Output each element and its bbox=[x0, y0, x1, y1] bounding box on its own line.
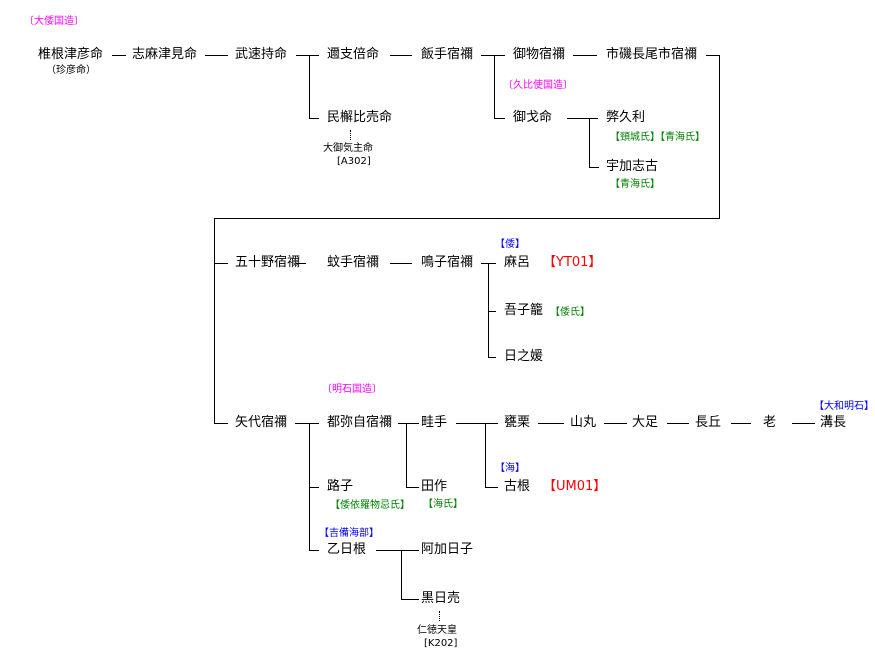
connector bbox=[731, 423, 751, 424]
connector bbox=[214, 263, 228, 264]
connector bbox=[494, 55, 495, 119]
person-shiinetsuhiko: 椎根津彦命 bbox=[38, 47, 104, 62]
person-tsumiji: 都弥自宿禰 bbox=[327, 415, 393, 430]
connector bbox=[390, 263, 412, 264]
person-mizonaga: 溝長 bbox=[820, 415, 847, 430]
person-kate: 蚊手宿禰 bbox=[327, 255, 380, 270]
person-akahiko: 阿加日子 bbox=[421, 542, 474, 557]
clan-tag-akashi: 〔明石国造〕 bbox=[322, 384, 382, 395]
person-nintoku: 仁徳天皇 bbox=[417, 625, 457, 636]
person-omikenushi: 大御気主命 bbox=[323, 143, 373, 154]
connector bbox=[398, 423, 419, 424]
person-unate: 畦手 bbox=[421, 415, 448, 430]
person-otari: 大足 bbox=[632, 415, 659, 430]
connector bbox=[481, 55, 505, 56]
person-isono: 五十野宿禰 bbox=[235, 255, 301, 270]
person-takehayamochi: 武速持命 bbox=[235, 47, 288, 62]
person-maro: 麻呂 bbox=[504, 255, 531, 270]
connector bbox=[488, 311, 496, 312]
connector bbox=[214, 218, 215, 424]
person-iite: 飯手宿禰 bbox=[421, 47, 474, 62]
connector bbox=[488, 263, 489, 358]
connector bbox=[295, 423, 319, 424]
connector bbox=[390, 55, 412, 56]
descent-dotted-line bbox=[350, 130, 351, 140]
person-michiko: 路子 bbox=[327, 479, 354, 494]
person-shimatsumi: 志麻津見命 bbox=[132, 47, 198, 62]
person-hekuri: 弊久利 bbox=[606, 110, 646, 125]
connector bbox=[296, 55, 319, 56]
connector bbox=[406, 487, 419, 488]
connector bbox=[538, 423, 564, 424]
person-ichishi: 市磯長尾市宿禰 bbox=[606, 47, 698, 62]
code-um01[interactable]: 【UM01】 bbox=[543, 479, 607, 494]
connector bbox=[401, 550, 402, 600]
person-agoko: 吾子籠 bbox=[504, 303, 544, 318]
family-tag-agoko: 【倭氏】 bbox=[550, 307, 590, 318]
code-yt01[interactable]: 【YT01】 bbox=[543, 255, 602, 270]
clan-tag-oyamato: 〔大倭国造〕 bbox=[24, 16, 84, 27]
connector bbox=[309, 118, 319, 119]
connector bbox=[401, 599, 419, 600]
person-naruko: 鳴子宿禰 bbox=[421, 255, 474, 270]
connector bbox=[309, 487, 319, 488]
connector bbox=[485, 423, 486, 488]
person-mimono: 御物宿禰 bbox=[513, 47, 566, 62]
person-hinohime: 日之媛 bbox=[504, 349, 544, 364]
connector bbox=[567, 118, 598, 119]
lineage-tag-ama: 【海】 bbox=[495, 463, 525, 474]
lineage-tag-wa: 【倭】 bbox=[495, 239, 525, 250]
connector bbox=[719, 55, 720, 219]
person-oyu: 老 bbox=[763, 415, 777, 430]
person-nagaoka: 長丘 bbox=[695, 415, 722, 430]
ref-a302[interactable]: [A302] bbox=[337, 156, 371, 167]
lineage-tag-kibi-amabe: 【吉備海部】 bbox=[319, 528, 379, 539]
alias-uzuhiko: （珍彦命） bbox=[46, 65, 96, 76]
connector bbox=[205, 55, 228, 56]
lineage-tag-yamato-akashi: 【大和明石】 bbox=[814, 401, 874, 412]
person-mikakuri: 甕栗 bbox=[504, 415, 531, 430]
person-kone: 古根 bbox=[504, 479, 531, 494]
connector bbox=[309, 550, 319, 551]
connector bbox=[488, 357, 496, 358]
connector bbox=[214, 423, 228, 424]
connector bbox=[296, 263, 306, 264]
connector bbox=[406, 423, 407, 488]
connector bbox=[456, 423, 498, 424]
connector bbox=[667, 423, 689, 424]
connector bbox=[604, 423, 627, 424]
person-nishikibe: 邇支倍命 bbox=[327, 47, 380, 62]
person-tamikihime: 民檞比売命 bbox=[327, 110, 393, 125]
connector bbox=[214, 218, 720, 219]
descent-dotted-line bbox=[439, 611, 440, 621]
connector bbox=[589, 167, 599, 168]
person-yamamaru: 山丸 bbox=[570, 415, 597, 430]
family-tag-michiko: 【倭依羅物忌氏】 bbox=[330, 500, 410, 511]
connector bbox=[485, 487, 498, 488]
family-tag-ukashiko: 【青海氏】 bbox=[610, 179, 660, 190]
connector bbox=[376, 550, 419, 551]
connector bbox=[309, 55, 310, 119]
person-kurohime: 黒日売 bbox=[421, 591, 461, 606]
connector bbox=[494, 118, 505, 119]
person-tatsukuri: 田作 bbox=[421, 479, 448, 494]
connector bbox=[792, 423, 815, 424]
connector bbox=[112, 55, 126, 56]
connector bbox=[573, 55, 597, 56]
person-mihoko: 御戈命 bbox=[513, 110, 553, 125]
connector bbox=[589, 118, 590, 168]
person-otohine: 乙日根 bbox=[327, 542, 367, 557]
person-ukashiko: 宇加志古 bbox=[606, 159, 659, 174]
ref-k202[interactable]: [K202] bbox=[424, 638, 458, 649]
connector bbox=[706, 55, 720, 56]
family-tag-hekuri: 【頸城氏】【青海氏】 bbox=[610, 132, 705, 143]
family-tag-tatsukuri: 【海氏】 bbox=[423, 499, 463, 510]
person-yashiro: 矢代宿禰 bbox=[235, 415, 288, 430]
clan-tag-kubishi: 〔久比使国造〕 bbox=[503, 80, 573, 91]
